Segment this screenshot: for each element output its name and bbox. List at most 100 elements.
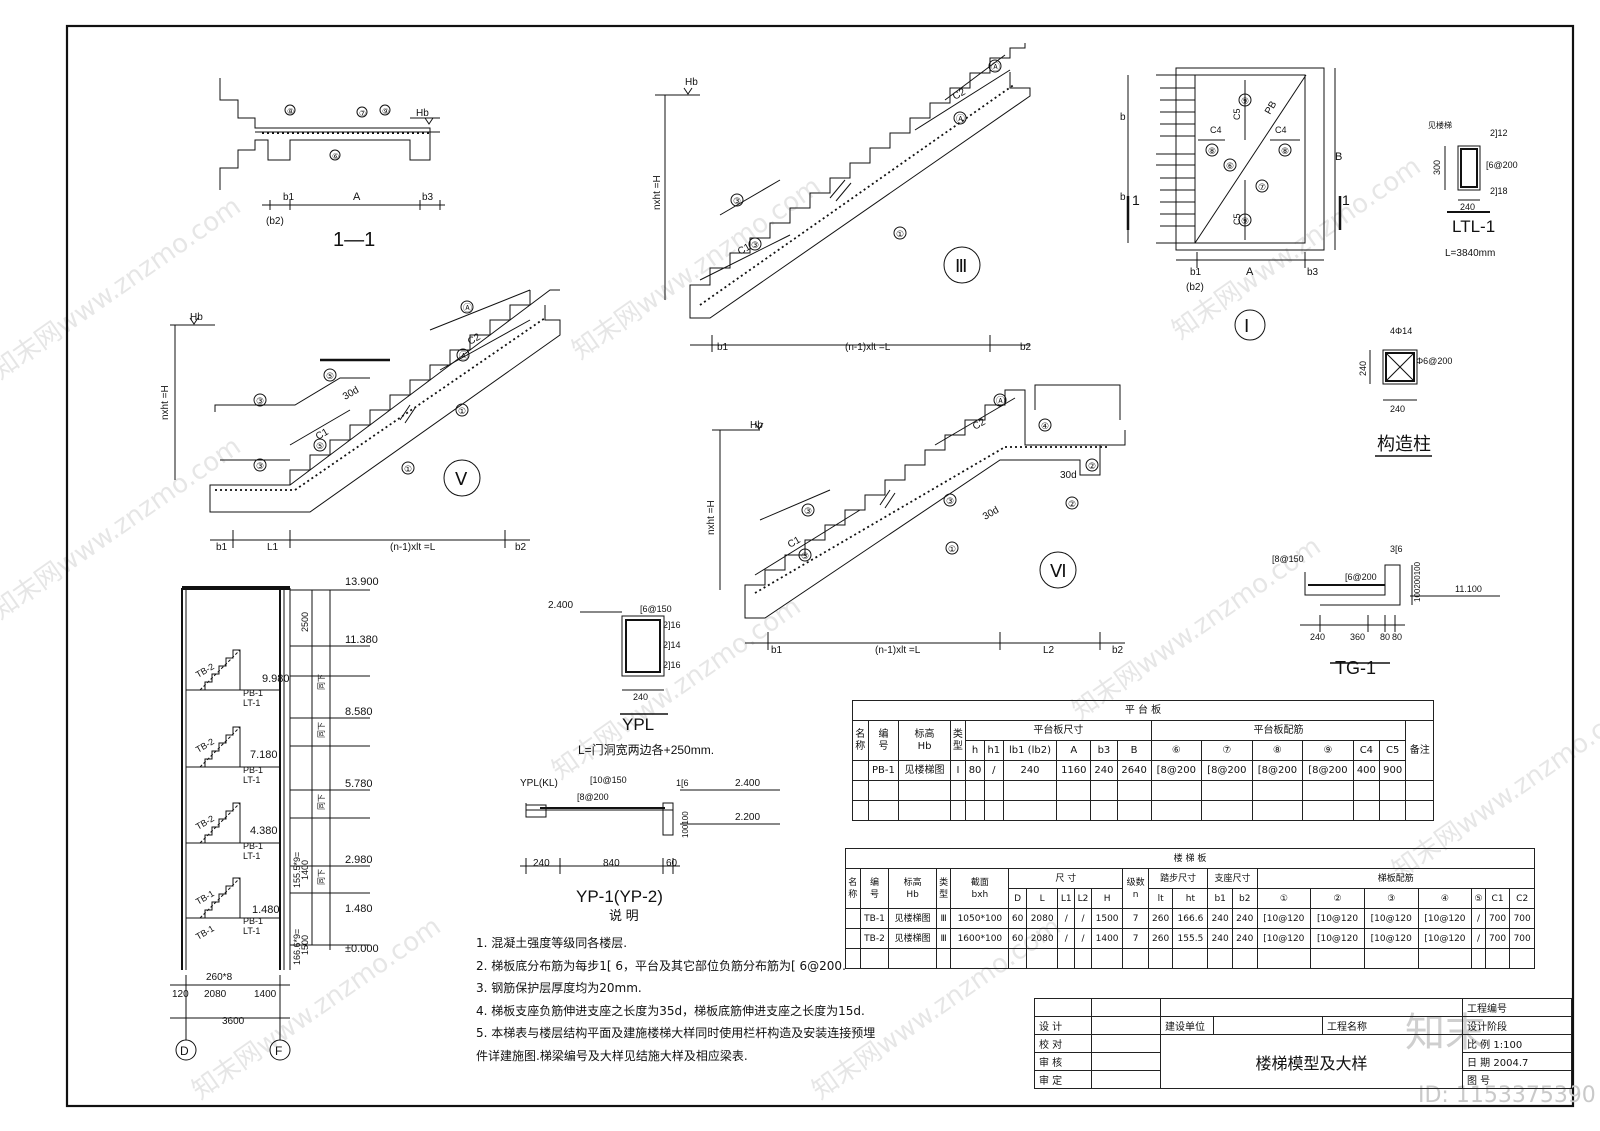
pt-h-note: 备注 xyxy=(1405,720,1434,781)
mark-6-I: ⑥ xyxy=(1226,161,1234,171)
pt-h-rebar: 平台板配筋 xyxy=(1150,720,1407,741)
pt-h2-7: ⑦ xyxy=(1201,740,1253,761)
elev-level-6: 4.380 xyxy=(250,825,278,837)
tb-phase: 设计阶段 xyxy=(1462,1016,1572,1035)
stair-section-VI xyxy=(712,384,1126,650)
elev-pb1-3: PB-1 xyxy=(243,841,263,851)
pt-cell xyxy=(852,760,869,781)
ltl-length: L=3840mm xyxy=(1445,248,1495,259)
note-item: 5. 本梯表与楼层结构平面及建施楼梯大样同时使用栏杆构造及安装连接预埋 xyxy=(476,1026,876,1040)
table-row xyxy=(852,800,1434,821)
label-b-bot-I: b xyxy=(1120,192,1126,203)
elev-tb2-3: TB-2 xyxy=(194,813,216,831)
label-b1-I: b1 xyxy=(1190,267,1202,278)
label-b1-VI: b1 xyxy=(771,645,783,656)
mark-3b-V: ③ xyxy=(256,461,264,471)
elev-lt1-4: LT-1 xyxy=(243,926,260,936)
watermark-7: 知末网www.znzmo.com xyxy=(187,911,447,1105)
st-h2-L2: L2 xyxy=(1074,888,1092,909)
mark-3b-VI: ③ xyxy=(804,506,812,516)
st-h2-lt: lt xyxy=(1147,888,1174,909)
pt-h2-b3: b3 xyxy=(1090,740,1118,761)
elev-steps: 260*8 xyxy=(206,972,233,983)
construction-column-detail xyxy=(1369,349,1432,457)
st-h2-ht: ht xyxy=(1172,888,1209,909)
mark-1-VI: ① xyxy=(948,544,956,554)
pt-cell: 见楼梯图 xyxy=(898,760,951,781)
tb-client: 建设单位 xyxy=(1160,1016,1214,1035)
pt-cell: 80 xyxy=(965,760,985,781)
table-row xyxy=(845,948,1535,969)
elev-level-5: 5.780 xyxy=(345,778,373,790)
st-h2-b2: b2 xyxy=(1231,888,1258,909)
elev-lt1-1: LT-1 xyxy=(243,698,260,708)
label-c2-V: C2 xyxy=(466,331,483,347)
mark-7-11: ⑦ xyxy=(359,109,366,118)
label-b2-11: (b2) xyxy=(266,216,284,227)
ltl-title: LTL-1 xyxy=(1452,217,1495,236)
ltl-rebar-bot: 2]18 xyxy=(1490,186,1508,196)
label-hb-VI: Hb xyxy=(750,420,763,431)
yp1-vertical: 100100 xyxy=(681,811,690,838)
pt-cell: / xyxy=(983,760,1004,781)
mark-2a-VI: ② xyxy=(1088,461,1096,471)
st-h2-b1: b1 xyxy=(1207,888,1233,909)
label-pb-I: PB xyxy=(1263,99,1279,116)
ypl-title: YPL xyxy=(622,715,654,734)
label-b-top-I: b xyxy=(1120,112,1126,123)
elev-dim-v2: 166.6*9= xyxy=(292,929,302,965)
mark-3a-VI: ③ xyxy=(801,551,809,561)
st-h-size: 尺 寸 xyxy=(1008,868,1124,889)
label-nh-VI: nxht =H xyxy=(706,500,717,535)
yp1-title: YP-1(YP-2) xyxy=(576,887,663,906)
yp1-d1: 240 xyxy=(533,858,550,869)
stair-section-V xyxy=(170,289,561,548)
elev-side-1: 同下 xyxy=(317,674,326,690)
tb-project: 工程名称 xyxy=(1322,1016,1463,1035)
elev-dim-1400: 1400 xyxy=(300,860,310,880)
label-c5-top-I: C5 xyxy=(1232,108,1242,120)
st-h2-c2: C2 xyxy=(1509,888,1535,909)
label-cut1-left: 1 xyxy=(1132,192,1140,208)
column-rebar: 4Φ14 xyxy=(1390,326,1412,336)
column-w: 240 xyxy=(1390,404,1405,414)
ltl-rebar-top: 2]12 xyxy=(1490,128,1508,138)
st-h-name: 名称 xyxy=(845,868,861,909)
label-cut1-right: 1 xyxy=(1342,192,1350,208)
label-nh-III: nxht =H xyxy=(652,175,663,210)
label-b2-III: b2 xyxy=(1020,342,1032,353)
st-h2-2: ② xyxy=(1310,888,1365,909)
st-h2-L: L xyxy=(1025,888,1059,909)
mark-9-top-I: ⑨ xyxy=(1241,96,1249,106)
mark-A2-III: Ⓐ xyxy=(956,114,965,124)
elev-side-2: 同下 xyxy=(317,722,326,738)
elev-w2080: 2080 xyxy=(204,989,227,1000)
label-b1-III: b1 xyxy=(717,342,729,353)
yp1-d2: 840 xyxy=(603,858,620,869)
pt-cell: PB-1 xyxy=(867,760,900,781)
section-1-1 xyxy=(219,78,445,362)
elev-lt1-2: LT-1 xyxy=(243,775,260,785)
ypl-width: 240 xyxy=(633,692,648,702)
mark-5a-V: ⑤ xyxy=(326,371,334,381)
elev-level-4: 7.180 xyxy=(250,749,278,761)
pt-h2-B: B xyxy=(1116,740,1152,761)
label-nh-V: nxht =H xyxy=(160,385,171,420)
pt-h2-lb: lb1 (lb2) xyxy=(1002,740,1058,761)
tg-1-detail xyxy=(1300,564,1500,664)
elev-level-8b: 1.480 xyxy=(252,904,280,916)
label-A-I: A xyxy=(1246,266,1254,278)
platform-table-caption: 平 台 板 xyxy=(852,700,1434,721)
note-item: 件详建施图.梯梁编号及大样见结施大样及相应梁表. xyxy=(476,1048,748,1063)
mark-6-11: ⑥ xyxy=(332,152,339,161)
pt-cell: [8@200 xyxy=(1302,760,1354,781)
mark-A2-V: Ⓐ xyxy=(463,303,472,313)
axis-F: F xyxy=(275,1044,282,1058)
label-b2-V: b2 xyxy=(515,542,527,553)
mark-5b-V: ⑤ xyxy=(316,441,324,451)
tb-proj-no: 工程编号 xyxy=(1462,998,1572,1017)
elev-dim-1500: 1500 xyxy=(300,935,310,955)
label-30d-V: 30d xyxy=(341,385,361,403)
